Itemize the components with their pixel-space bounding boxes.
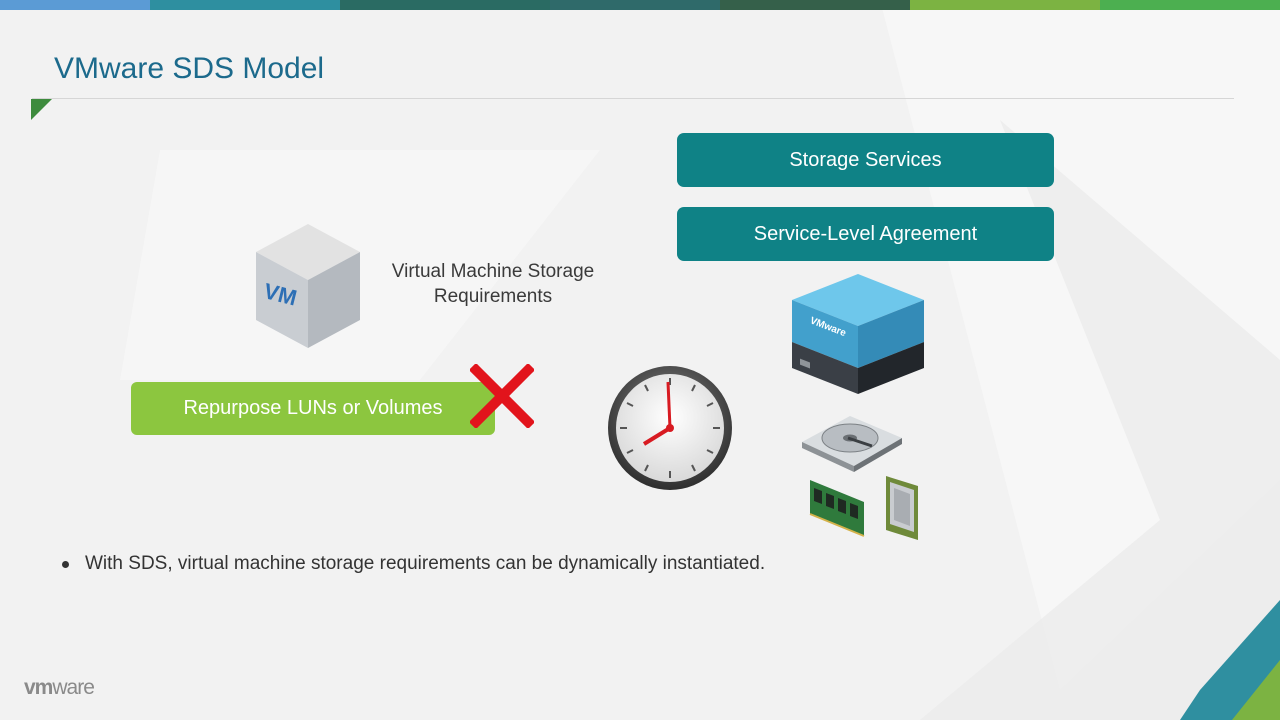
vmware-logo: vmware <box>24 676 95 700</box>
bullet-text: With SDS, virtual machine storage requir… <box>85 553 766 574</box>
repurpose-label: Repurpose LUNs or Volumes <box>183 397 443 419</box>
title-divider <box>32 98 1234 99</box>
logo-ware: ware <box>52 676 95 699</box>
clock-icon <box>608 366 732 490</box>
memory-module-icon <box>809 480 865 537</box>
logo-vm: vm <box>24 676 53 699</box>
sla-box: Service-Level Agreement <box>677 207 1054 261</box>
cpu-chip-icon <box>886 476 918 540</box>
vm-storage-requirements-label: Virtual Machine Storage Requirements <box>372 259 614 309</box>
sla-label: Service-Level Agreement <box>753 222 978 245</box>
repurpose-box: Repurpose LUNs or Volumes <box>131 382 495 435</box>
server-icon: VMware <box>792 274 924 394</box>
slide-title: VMware SDS Model <box>54 52 325 85</box>
storage-services-box: Storage Services <box>677 133 1054 187</box>
storage-services-label: Storage Services <box>789 148 942 171</box>
bullet-dot <box>62 561 69 568</box>
corner-accent <box>31 99 52 120</box>
vm-label-line1: Virtual Machine Storage <box>391 261 595 282</box>
bullet-point: With SDS, virtual machine storage requir… <box>62 553 765 575</box>
top-color-stripe <box>0 0 1280 10</box>
vm-label-line2: Requirements <box>433 286 553 307</box>
vm-cube-icon: VM <box>256 224 360 348</box>
red-x-icon <box>470 364 534 428</box>
hard-drive-icon <box>802 416 902 472</box>
